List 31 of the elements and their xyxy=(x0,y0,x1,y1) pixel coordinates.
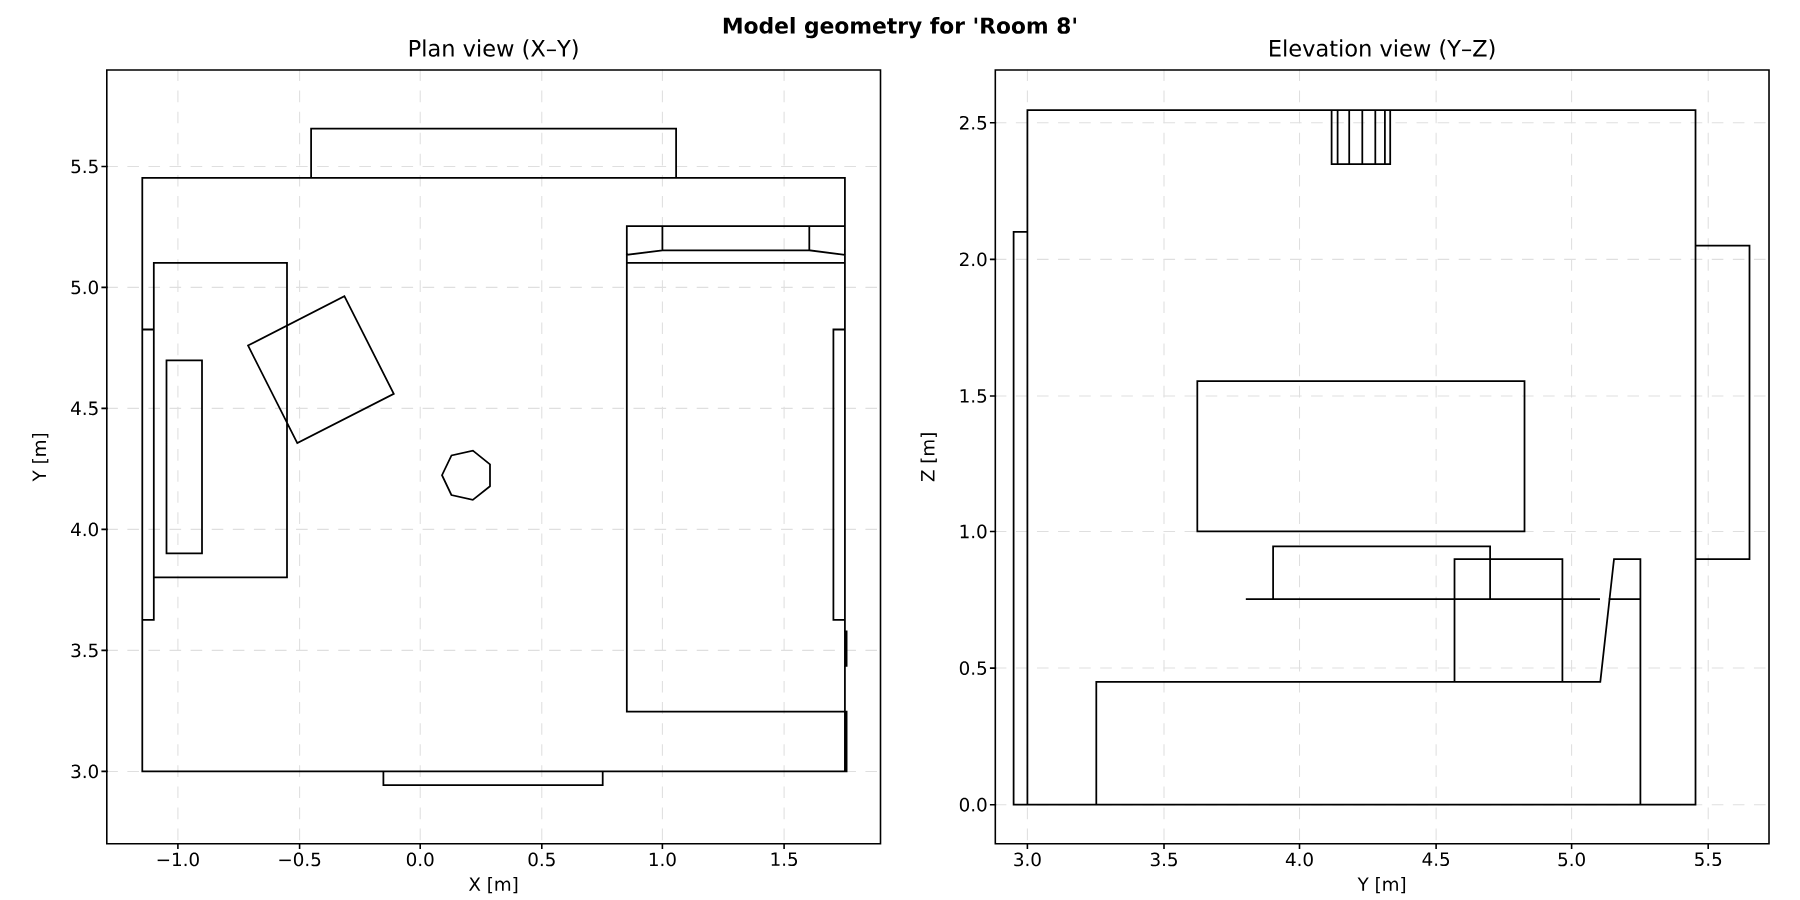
tick-label: −0.5 xyxy=(279,852,321,867)
tick-label: 4.5 xyxy=(71,401,98,416)
tick-label: 3.5 xyxy=(1150,852,1177,867)
tick-label: 5.0 xyxy=(71,280,98,295)
plot-title: Plan view (X–Y) xyxy=(409,39,578,60)
tick-label: 4.5 xyxy=(1422,852,1450,867)
plot-title: Elevation view (Y–Z) xyxy=(1270,39,1495,60)
tick-label: 1.5 xyxy=(960,389,987,403)
tick-label: 2.0 xyxy=(959,252,987,267)
tick-label: 3.0 xyxy=(71,764,98,779)
figure-title: Model geometry for 'Room 8' xyxy=(723,17,1076,39)
tick-label: −1.0 xyxy=(157,852,199,867)
tick-label: 4.0 xyxy=(1285,852,1313,867)
tick-label: 2.5 xyxy=(959,115,987,130)
tick-label: 5.0 xyxy=(1558,852,1585,867)
tick-label: 1.5 xyxy=(771,852,798,867)
tick-label: 0.0 xyxy=(406,852,434,867)
tick-label: 5.5 xyxy=(1695,852,1722,867)
tick-label: 3.5 xyxy=(71,643,98,658)
axis-title: Y [m] xyxy=(32,433,49,482)
tick-label: 1.0 xyxy=(960,524,987,539)
tick-label: 5.5 xyxy=(71,159,98,174)
tick-label: 0.5 xyxy=(959,661,987,676)
tick-label: 4.0 xyxy=(71,522,98,537)
tick-label: 3.0 xyxy=(1014,852,1041,867)
tick-label: 0.5 xyxy=(528,852,555,867)
tick-label: 0.0 xyxy=(959,797,987,812)
axis-title: Z [m] xyxy=(920,433,937,482)
axis-title: Y [m] xyxy=(1357,876,1406,894)
axis-title: X [m] xyxy=(468,876,518,894)
tick-label: 1.0 xyxy=(649,852,676,867)
